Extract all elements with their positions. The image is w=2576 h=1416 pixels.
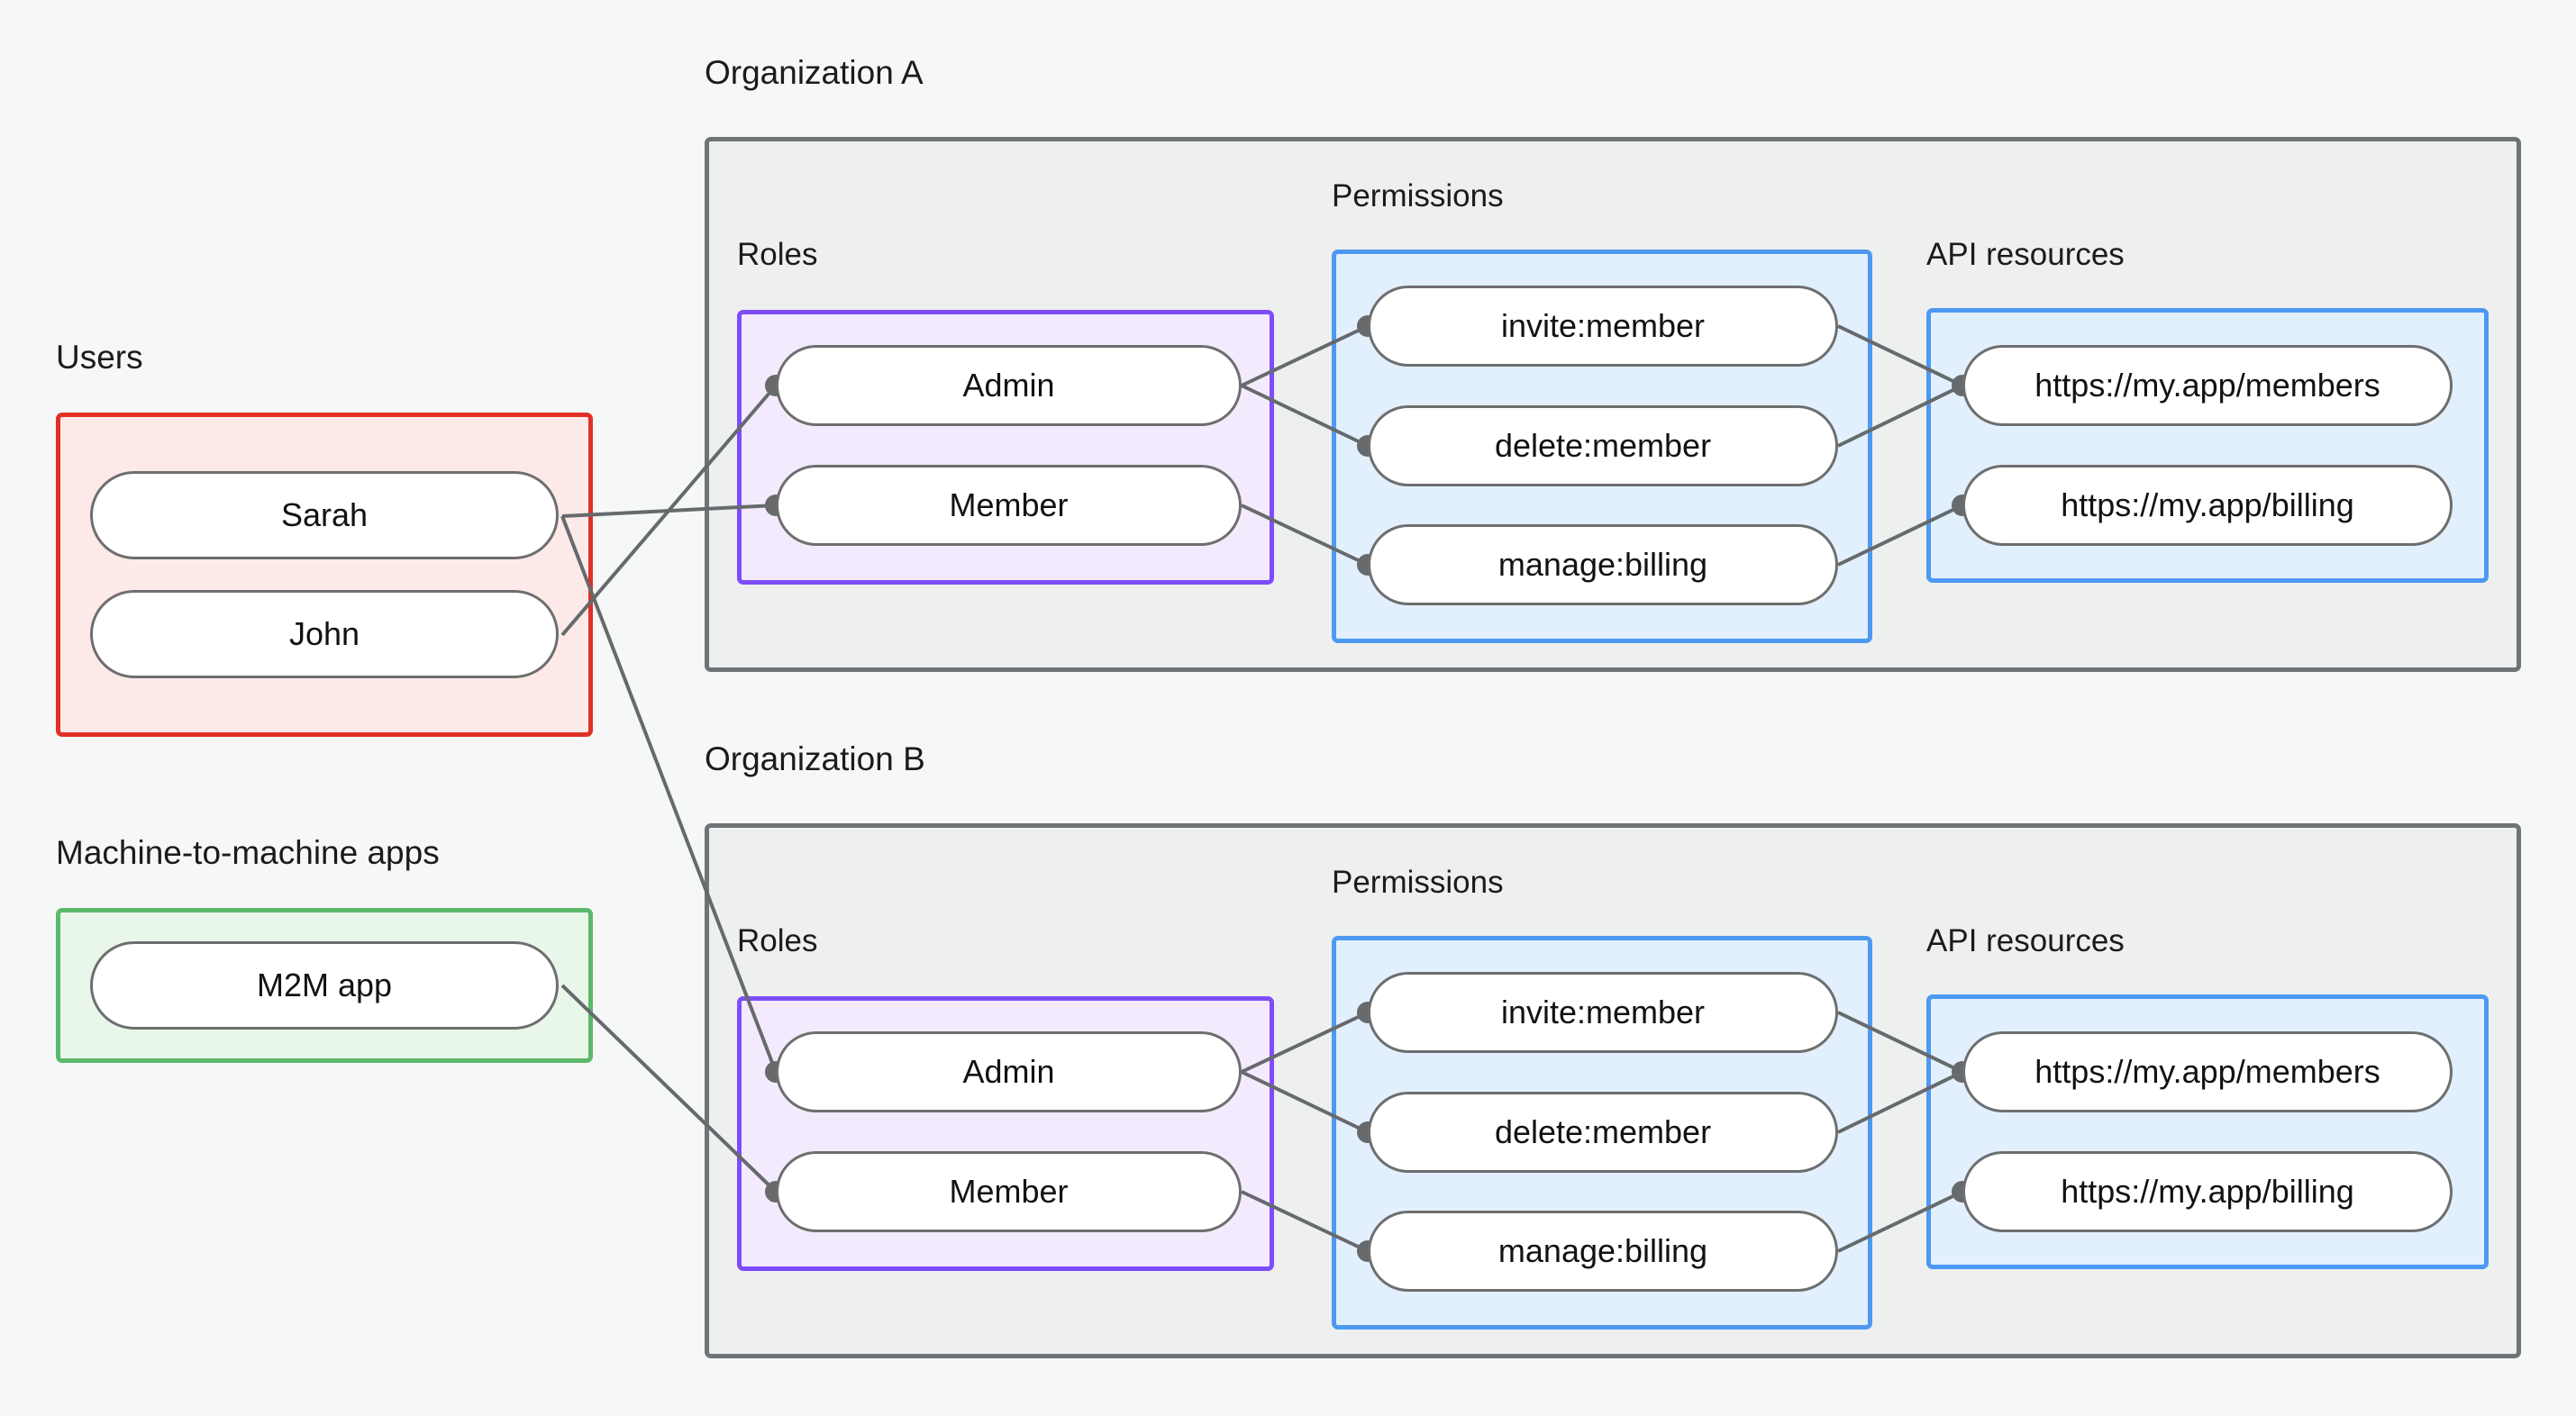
organization-b-permission-invite-member[interactable]: invite:member bbox=[1368, 972, 1838, 1053]
users-group-label: Users bbox=[56, 339, 143, 376]
organization-b-permissions-label: Permissions bbox=[1332, 865, 1504, 900]
organization-a-api-resource-billing[interactable]: https://my.app/billing bbox=[1962, 465, 2453, 546]
m2m-group-label: Machine-to-machine apps bbox=[56, 834, 440, 871]
organization-b-permission-manage-billing[interactable]: manage:billing bbox=[1368, 1211, 1838, 1292]
organization-b-roles-label: Roles bbox=[737, 923, 818, 958]
organization-a-role-member[interactable]: Member bbox=[776, 465, 1242, 546]
organization-b-role-admin[interactable]: Admin bbox=[776, 1031, 1242, 1112]
organization-b-permission-delete-member[interactable]: delete:member bbox=[1368, 1092, 1838, 1173]
organization-a-role-admin[interactable]: Admin bbox=[776, 345, 1242, 426]
organization-b-api-resource-billing[interactable]: https://my.app/billing bbox=[1962, 1151, 2453, 1232]
organization-a-permission-manage-billing[interactable]: manage:billing bbox=[1368, 524, 1838, 605]
organization-a-api-resource-members[interactable]: https://my.app/members bbox=[1962, 345, 2453, 426]
users-group-box[interactable] bbox=[56, 413, 593, 737]
user-node-john[interactable]: John bbox=[90, 590, 559, 678]
organization-b-api-resource-members[interactable]: https://my.app/members bbox=[1962, 1031, 2453, 1112]
organization-a-roles-label: Roles bbox=[737, 237, 818, 272]
organization-a-permission-invite-member[interactable]: invite:member bbox=[1368, 286, 1838, 367]
organization-a-permissions-label: Permissions bbox=[1332, 178, 1504, 213]
organization-b-role-member[interactable]: Member bbox=[776, 1151, 1242, 1232]
organization-b-label: Organization B bbox=[705, 740, 925, 777]
organization-a-permission-delete-member[interactable]: delete:member bbox=[1368, 405, 1838, 486]
m2m-node-app[interactable]: M2M app bbox=[90, 941, 559, 1030]
organization-a-label: Organization A bbox=[705, 54, 924, 91]
user-node-sarah[interactable]: Sarah bbox=[90, 471, 559, 559]
organization-b-api-resources-label: API resources bbox=[1926, 923, 2125, 958]
organization-a-api-resources-label: API resources bbox=[1926, 237, 2125, 272]
